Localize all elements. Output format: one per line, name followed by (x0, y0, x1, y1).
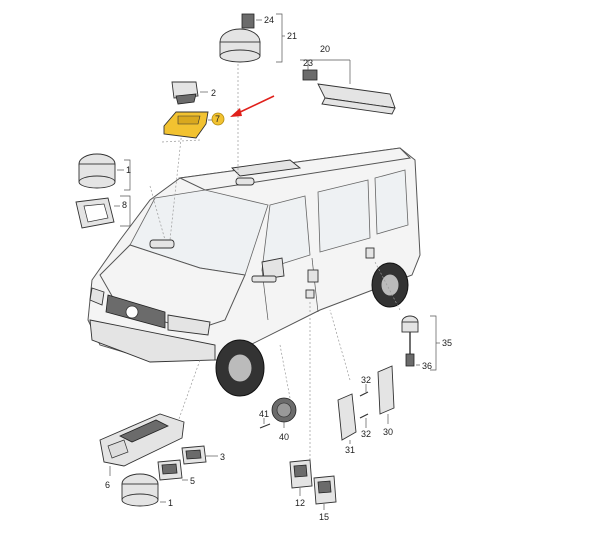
headlight (167, 314, 211, 336)
callout-35: 35 (442, 338, 452, 348)
brand-logo (125, 305, 139, 319)
side-mirror (261, 257, 285, 280)
part-24-knob (241, 13, 255, 29)
part-32-screw-top (359, 391, 369, 397)
part-41-screw (259, 423, 271, 429)
callout-1-bottom: 1 (168, 498, 173, 508)
callout-6: 6 (105, 480, 110, 490)
callout-7-badge (211, 112, 225, 126)
part-30-31-door-switches: 32 32 30 31 (337, 365, 395, 455)
reference-lines (149, 60, 401, 460)
callout-12: 12 (295, 498, 305, 508)
part-30-switch (377, 365, 395, 415)
part-36-plug (405, 353, 415, 367)
callout-30: 30 (383, 427, 393, 437)
part-1-mirror-switch-top: 1 (78, 153, 131, 191)
callout-1-top: 1 (126, 165, 131, 175)
pointer-arrow (230, 95, 275, 117)
callout-7: 7 (215, 114, 220, 124)
part-1-mirror-switch-bottom: 1 (121, 473, 173, 508)
callout-24: 24 (264, 15, 274, 25)
part-3-switch: 3 (181, 445, 225, 465)
part-23-connector (302, 69, 318, 81)
callout-32-top: 32 (361, 375, 371, 385)
part-8-frame: 8 (75, 195, 131, 229)
part-7-highlighted-switch: 7 (161, 111, 225, 143)
callout-32-bottom: 32 (361, 429, 371, 439)
van-illustration (87, 147, 421, 397)
part-2-switch: 2 (171, 81, 216, 105)
part-5-switch: 5 (157, 459, 195, 486)
callout-23: 23 (303, 58, 313, 68)
part-32-screw-bottom (359, 413, 369, 419)
part-6-switch-console: 6 (99, 413, 185, 490)
callout-21: 21 (287, 31, 297, 41)
callout-8: 8 (122, 200, 127, 210)
callout-5: 5 (190, 476, 195, 486)
part-35-door-contact: 35 36 (401, 315, 452, 371)
part-40-rotary-control: 41 40 (259, 397, 297, 442)
callout-40: 40 (279, 432, 289, 442)
callout-41: 41 (259, 409, 269, 419)
callout-20: 20 (320, 44, 330, 54)
part-20-overhead-panel: 20 23 (300, 44, 396, 115)
callout-15: 15 (319, 512, 329, 522)
callout-31: 31 (345, 445, 355, 455)
callout-3: 3 (220, 452, 225, 462)
part-12-15-switches: 12 15 (289, 459, 337, 522)
callout-2: 2 (211, 88, 216, 98)
callout-36: 36 (422, 361, 432, 371)
part-31-switch (337, 393, 357, 441)
part-21-light-switch: 24 21 (219, 13, 297, 63)
